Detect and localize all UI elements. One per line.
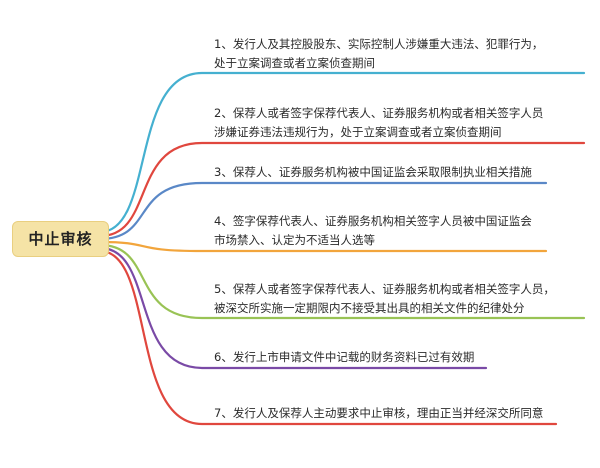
branch-item-5: 5、保荐人或者签字保荐代表人、证券服务机构或者相关签字人员， 被深交所实施一定期… bbox=[214, 280, 555, 318]
branch-line-2 bbox=[98, 141, 586, 238]
branch-line-1 bbox=[98, 71, 586, 234]
branch-item-3: 3、保荐人、证券服务机构被中国证监会采取限制执业相关措施 bbox=[214, 163, 532, 182]
branch-item-1: 1、发行人及其控股股东、实际控制人涉嫌重大违法、犯罪行为， 处于立案调查或者立案… bbox=[214, 35, 543, 73]
branch-line-3 bbox=[98, 181, 548, 241]
branch-item-2: 2、保荐人或者签字保荐代表人、证券服务机构或者相关签字人员 涉嫌证券违法违规行为… bbox=[214, 104, 543, 142]
branch-item-5-line-1: 5、保荐人或者签字保荐代表人、证券服务机构或者相关签字人员， bbox=[214, 282, 555, 296]
branch-item-6-line-1: 6、发行上市申请文件中记载的财务资料已过有效期 bbox=[214, 350, 475, 364]
branch-item-6: 6、发行上市申请文件中记载的财务资料已过有效期 bbox=[214, 348, 474, 367]
branch-item-1-line-2: 处于立案调查或者立案侦查期间 bbox=[214, 56, 375, 70]
branch-line-4 bbox=[98, 240, 548, 253]
branch-item-4: 4、签字保荐代表人、证券服务机构相关签字人员被中国证监会 市场禁入、认定为不适当… bbox=[214, 212, 532, 250]
root-node: 中止审核 bbox=[12, 221, 109, 257]
branch-line-5 bbox=[98, 243, 586, 320]
branch-item-4-line-2: 市场禁入、认定为不适当人选等 bbox=[214, 233, 375, 247]
branch-item-5-line-2: 被深交所实施一定期限内不接受其出具的相关文件的纪律处分 bbox=[214, 301, 525, 315]
branch-item-2-line-1: 2、保荐人或者签字保荐代表人、证券服务机构或者相关签字人员 bbox=[214, 106, 544, 120]
branch-item-1-line-1: 1、发行人及其控股股东、实际控制人涉嫌重大违法、犯罪行为， bbox=[214, 37, 544, 51]
branch-item-2-line-2: 涉嫌证券违法违规行为，处于立案调查或者立案侦查期间 bbox=[214, 125, 502, 139]
branch-item-7: 7、发行人及保荐人主动要求中止审核，理由正当并经深交所同意 bbox=[214, 404, 543, 423]
branch-line-7 bbox=[98, 249, 558, 426]
branch-line-6 bbox=[98, 246, 488, 370]
branch-item-7-line-1: 7、发行人及保荐人主动要求中止审核，理由正当并经深交所同意 bbox=[214, 406, 544, 420]
branch-item-3-line-1: 3、保荐人、证券服务机构被中国证监会采取限制执业相关措施 bbox=[214, 165, 532, 179]
branch-item-4-line-1: 4、签字保荐代表人、证券服务机构相关签字人员被中国证监会 bbox=[214, 214, 532, 228]
